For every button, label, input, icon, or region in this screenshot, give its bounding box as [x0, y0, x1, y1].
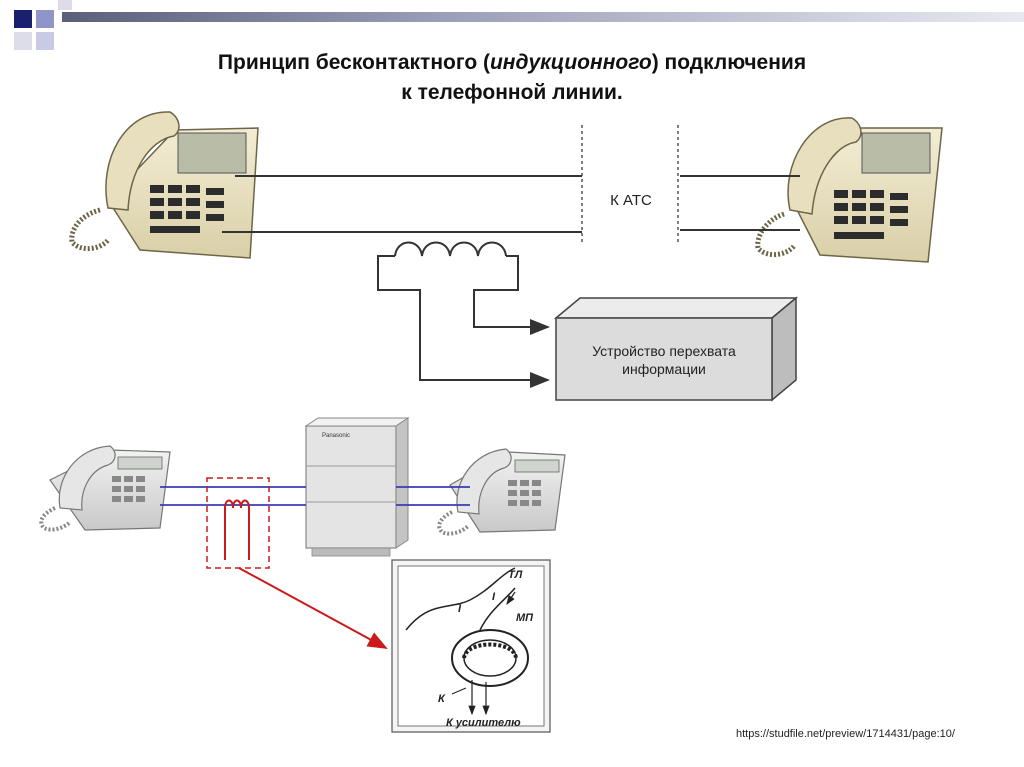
- mp-label: МП: [516, 612, 534, 624]
- current-label-2: I: [492, 591, 496, 603]
- wire-to-device-upper: [473, 255, 550, 335]
- header-square-mid: [36, 10, 54, 28]
- pbx-brand-label: Panasonic: [322, 433, 350, 439]
- current-label-1: I: [458, 603, 462, 615]
- title-part-start: Принцип бесконтактного (: [217, 51, 490, 74]
- source-footnote: https://studfile.net/preview/1714431/pag…: [736, 728, 955, 740]
- device-label-line1: Устройство перехвата: [592, 343, 736, 359]
- exchange-label: К АТС: [610, 192, 652, 209]
- tl-label: ТЛ: [508, 569, 523, 581]
- interception-device: [553, 296, 799, 402]
- wire-to-device-lower: [377, 255, 550, 388]
- sensor-highlight-box: [206, 477, 270, 569]
- title-line-1: Принцип бесконтактного (индукционного) п…: [0, 48, 1024, 78]
- title-line-2: к телефонной линии.: [401, 81, 623, 104]
- phone-bottom-right: [437, 448, 566, 536]
- phone-bottom-left: [39, 445, 171, 532]
- k-label: К: [438, 693, 446, 705]
- amplifier-label: К усилителю: [446, 717, 521, 729]
- header-gradient-bar: [62, 12, 1024, 22]
- k-leader-line: [451, 687, 467, 695]
- phone-top-left: [69, 111, 259, 259]
- device-label-line2: информации: [622, 361, 706, 377]
- phone-top-right: [755, 117, 943, 263]
- line-conductor-icon-2: [479, 587, 516, 631]
- inductive-coil-icon: [394, 241, 507, 257]
- sensor-detail-arrow: [238, 567, 388, 649]
- pbx-cabinet: [304, 417, 410, 557]
- magnetic-core-icon: [451, 629, 529, 687]
- title-part-end: ) подключения: [651, 51, 807, 74]
- sensor-coil-icon: [224, 499, 250, 560]
- header-square-dark: [14, 10, 32, 28]
- current-arrow-icon: [506, 591, 516, 605]
- line-conductor-icon: [405, 567, 516, 631]
- header-square-light3: [58, 0, 72, 10]
- winding-icon: [462, 642, 518, 659]
- header-square-light2: [14, 32, 32, 50]
- header-square-light: [36, 32, 54, 50]
- page-title: Принцип бесконтактного (индукционного) п…: [0, 48, 1024, 108]
- title-part-italic: индукционного: [489, 51, 652, 74]
